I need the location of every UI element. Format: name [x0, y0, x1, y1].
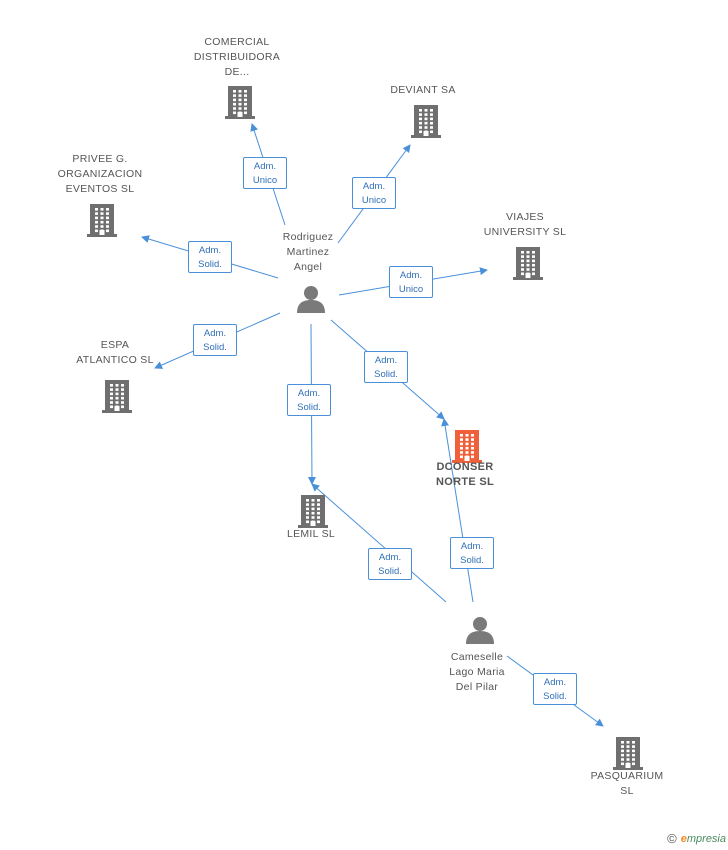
role-badge-cameselle-pasquarium[interactable]: Adm. Solid.: [533, 673, 577, 705]
building-icon[interactable]: [298, 494, 328, 533]
person-icon[interactable]: [296, 285, 326, 318]
building-icon[interactable]: [513, 246, 543, 285]
role-badge-rodriguez-comercial[interactable]: Adm. Unico: [243, 157, 287, 189]
company-label-deviant[interactable]: DEVIANT SA: [390, 84, 456, 96]
building-icon[interactable]: [102, 379, 132, 418]
role-badge-rodriguez-lemil[interactable]: Adm. Solid.: [287, 384, 331, 416]
relation-edge-cameselle-dconser: [441, 418, 474, 603]
company-label-viajes[interactable]: VIAJES UNIVERSITY SL: [483, 211, 567, 238]
person-label-cameselle[interactable]: Cameselle Lago Maria Del Pilar: [449, 651, 505, 693]
company-label-comercial[interactable]: COMERCIAL DISTRIBUIDORA DE...: [193, 36, 281, 78]
role-badge-cameselle-dconser[interactable]: Adm. Solid.: [450, 537, 494, 569]
role-badge-rodriguez-privee[interactable]: Adm. Solid.: [188, 241, 232, 273]
person-label-rodriguez[interactable]: Rodriguez Martinez Angel: [282, 231, 334, 273]
building-icon[interactable]: [411, 104, 441, 143]
role-badge-rodriguez-viajes[interactable]: Adm. Unico: [389, 266, 433, 298]
role-badge-rodriguez-dconser[interactable]: Adm. Solid.: [364, 351, 408, 383]
building-icon[interactable]: [452, 429, 482, 468]
role-badge-cameselle-lemil[interactable]: Adm. Solid.: [368, 548, 412, 580]
relation-edge-cameselle-lemil: [311, 483, 447, 603]
copyright-symbol: ©: [667, 831, 677, 846]
empresia-logo: empresia: [680, 832, 726, 845]
role-badge-rodriguez-deviant[interactable]: Adm. Unico: [352, 177, 396, 209]
footer-brand: © empresia: [667, 831, 726, 846]
company-label-dconser[interactable]: DCONSER NORTE SL: [435, 461, 494, 488]
role-badge-rodriguez-espa[interactable]: Adm. Solid.: [193, 324, 237, 356]
building-icon[interactable]: [87, 203, 117, 242]
company-label-privee[interactable]: PRIVEE G. ORGANIZACION EVENTOS SL: [57, 153, 143, 195]
person-icon[interactable]: [465, 616, 495, 649]
company-label-lemil[interactable]: LEMIL SL: [286, 528, 336, 540]
company-label-pasquarium[interactable]: PASQUARIUM SL: [590, 770, 664, 797]
building-icon[interactable]: [613, 736, 643, 775]
building-icon[interactable]: [225, 85, 255, 124]
company-label-espa[interactable]: ESPA ATLANTICO SL: [76, 339, 154, 366]
